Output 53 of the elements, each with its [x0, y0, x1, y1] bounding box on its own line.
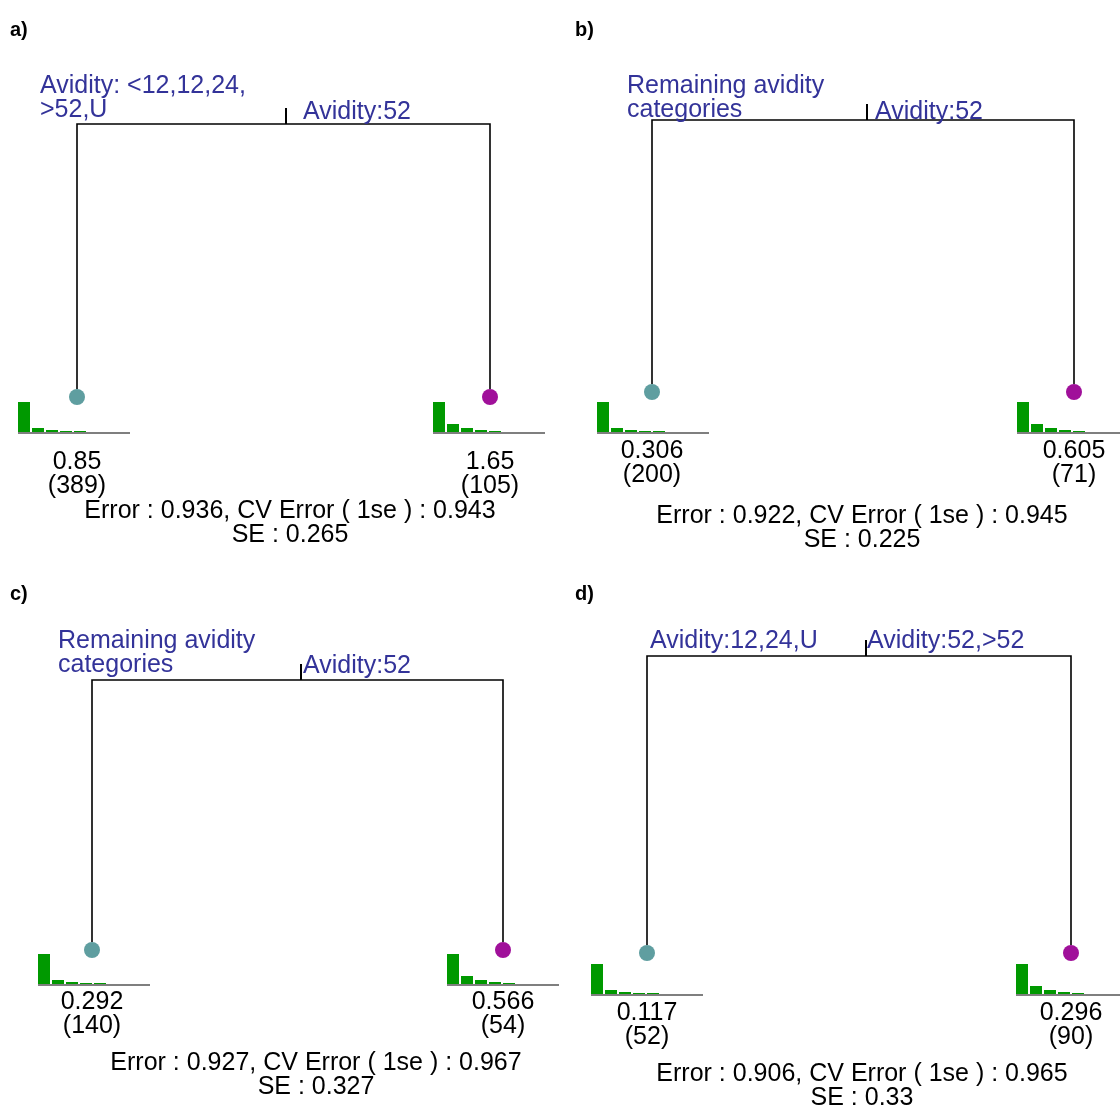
leaf-node-dot: [69, 389, 85, 405]
leaf-value: 0.566: [470, 988, 536, 1012]
leaf-value: (200): [621, 461, 683, 485]
leaf-value: (140): [61, 1012, 123, 1036]
leaf-node-dot: [1066, 384, 1082, 400]
tree-branch: [651, 119, 868, 385]
panel-label: d): [575, 582, 594, 605]
leaf-value: 0.296: [1038, 999, 1104, 1023]
leaf-value: (90): [1047, 1023, 1095, 1047]
error-summary: Error : 0.906, CV Error ( 1se ) : 0.965: [655, 1060, 1069, 1084]
leaf-value: 0.292: [59, 988, 125, 1012]
leaf-node-dot: [482, 389, 498, 405]
split-tick: [285, 108, 287, 124]
panel-label: a): [10, 18, 28, 41]
tree-branch: [285, 123, 491, 390]
split-label: Avidity:52,>52: [867, 627, 1025, 651]
leaf-value: 0.306: [619, 437, 685, 461]
tree-branch: [865, 655, 1072, 946]
error-summary: SE : 0.33: [809, 1084, 915, 1108]
leaf-node-dot: [495, 942, 511, 958]
panel-label: b): [575, 18, 594, 41]
error-summary: Error : 0.927, CV Error ( 1se ) : 0.967: [109, 1049, 523, 1073]
leaf-value: (105): [459, 472, 521, 496]
leaf-value: (54): [479, 1012, 527, 1036]
split-label: Avidity:52: [303, 652, 411, 676]
split-tick: [866, 104, 868, 120]
leaf-value: (71): [1050, 461, 1098, 485]
leaf-node-dot: [639, 945, 655, 961]
tree-branch: [76, 123, 287, 390]
split-label: Avidity: <12,12,24, >52,U: [40, 72, 247, 120]
leaf-node-dot: [644, 384, 660, 400]
split-tick: [300, 664, 302, 680]
leaf-node-dot: [84, 942, 100, 958]
split-label: Avidity:12,24,U: [650, 627, 819, 651]
tree-branch: [300, 679, 504, 943]
tree-branch: [646, 655, 867, 946]
leaf-node-dot: [1063, 945, 1079, 961]
leaf-value: (52): [623, 1023, 671, 1047]
tree-branch: [866, 119, 1075, 385]
leaf-value: 0.117: [615, 999, 679, 1023]
split-tick: [865, 640, 867, 656]
tree-branch: [91, 679, 302, 943]
split-label: Remaining avidity categories: [58, 627, 257, 675]
split-label: Avidity:52: [875, 98, 983, 122]
panel-label: c): [10, 582, 28, 605]
leaf-value: (389): [46, 472, 108, 496]
error-summary: Error : 0.922, CV Error ( 1se ) : 0.945: [655, 502, 1069, 526]
leaf-value: 0.605: [1041, 437, 1107, 461]
split-label: Remaining avidity categories: [627, 72, 826, 120]
leaf-value: 0.85: [51, 448, 103, 472]
leaf-value: 1.65: [464, 448, 516, 472]
split-label: Avidity:52: [303, 98, 411, 122]
error-summary: Error : 0.936, CV Error ( 1se ) : 0.943: [84, 497, 496, 521]
